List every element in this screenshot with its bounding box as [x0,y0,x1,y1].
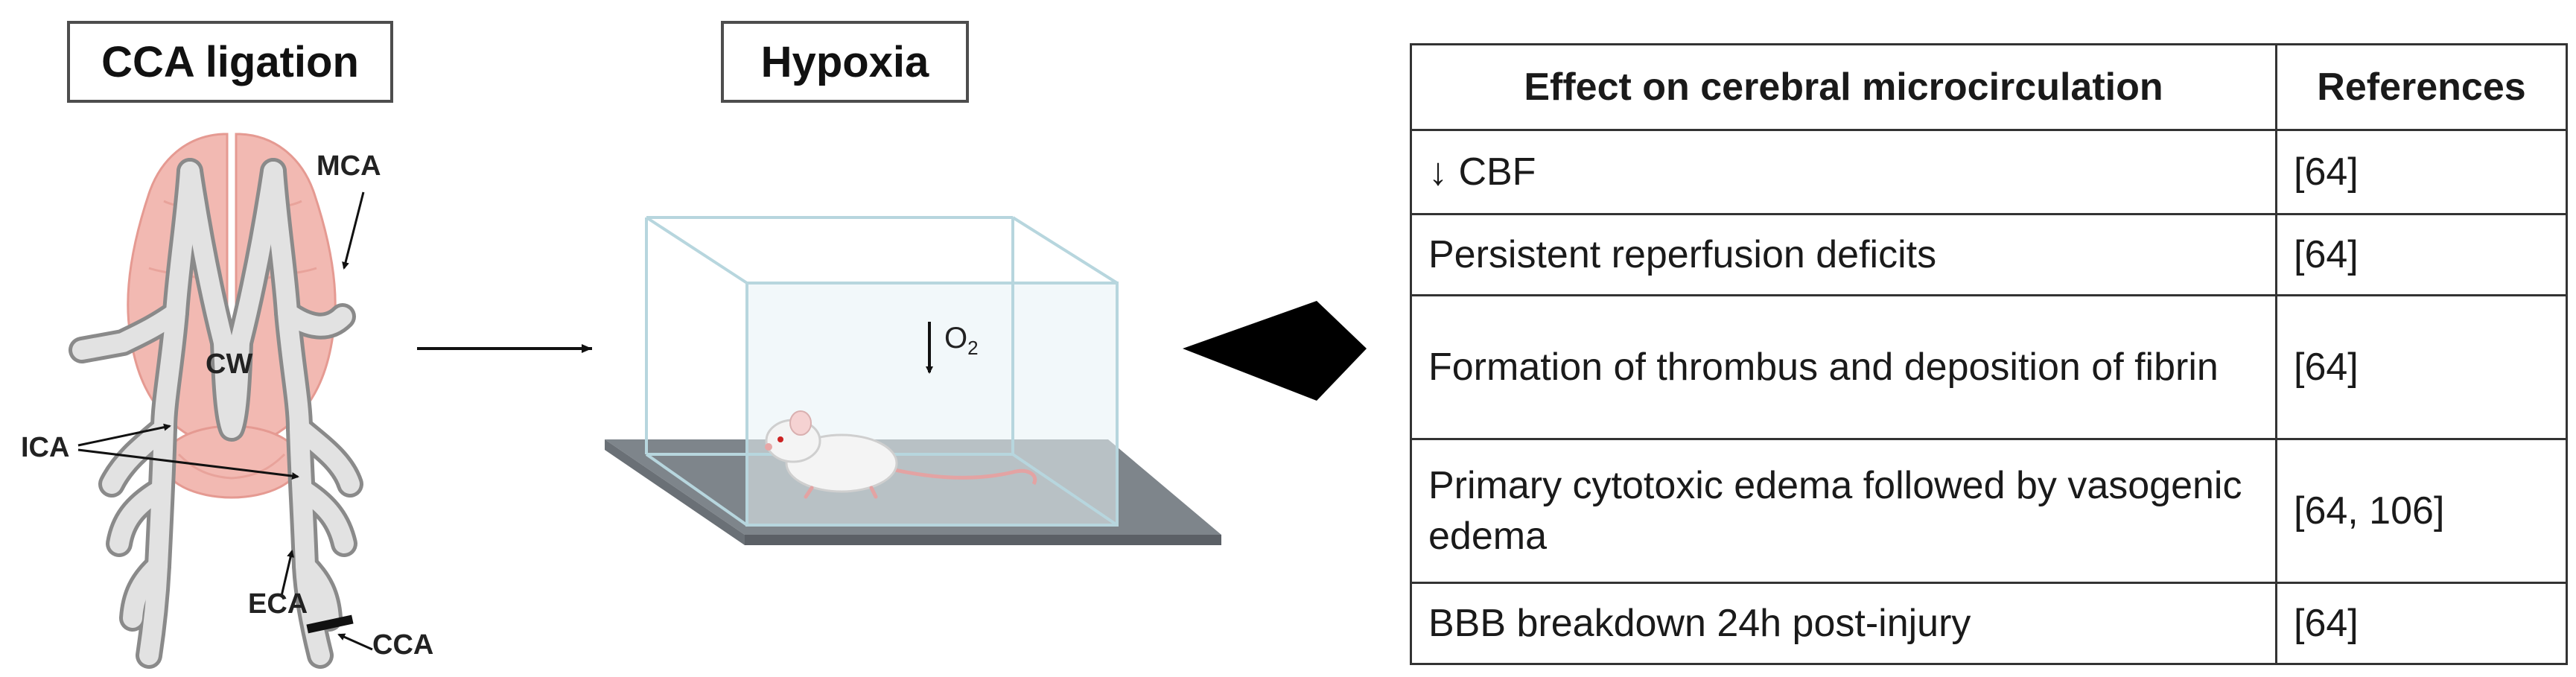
refs-cell: [64, 106] [2275,438,2568,584]
mouse-illustration [765,410,1037,499]
diagram-graphics [69,133,1367,669]
refs-cell: [64] [2275,129,2568,215]
label-eca: ECA [248,588,308,620]
effect-cell: Primary cytotoxic edema followed by vaso… [1410,438,2277,584]
hypoxia-title: Hypoxia [721,21,969,103]
table-row: Primary cytotoxic edema followed by vaso… [1410,438,2568,584]
label-mca: MCA [317,150,381,182]
effect-cell: Formation of thrombus and deposition of … [1410,294,2277,440]
table-row: Formation of thrombus and deposition of … [1410,294,2568,440]
refs-cell: [64] [2275,294,2568,440]
oxygen-label: O2 [944,322,979,359]
table-header-row: Effect on cerebral microcirculation Refe… [1410,43,2568,131]
vessel-network [69,158,363,669]
header-references: References [2275,43,2568,131]
table-row: BBB breakdown 24h post-injury [64] [1410,582,2568,665]
refs-cell: [64] [2275,582,2568,665]
effect-cell: ↓ CBF [1410,129,2277,215]
header-effect: Effect on cerebral microcirculation [1410,43,2277,131]
effects-table: Effect on cerebral microcirculation Refe… [1410,43,2568,665]
ligature-mark [306,614,354,634]
label-pointers [77,191,373,651]
label-cca: CCA [372,629,434,661]
arrow-right-bold [1183,301,1367,401]
label-ica: ICA [21,432,70,463]
effect-cell: BBB breakdown 24h post-injury [1410,582,2277,665]
table-row: Persistent reperfusion deficits [64] [1410,213,2568,296]
table-row: ↓ CBF [64] [1410,129,2568,215]
cca-ligation-title: CCA ligation [67,21,393,103]
effect-cell: Persistent reperfusion deficits [1410,213,2277,296]
label-cw: CW [206,349,253,380]
refs-cell: [64] [2275,213,2568,296]
